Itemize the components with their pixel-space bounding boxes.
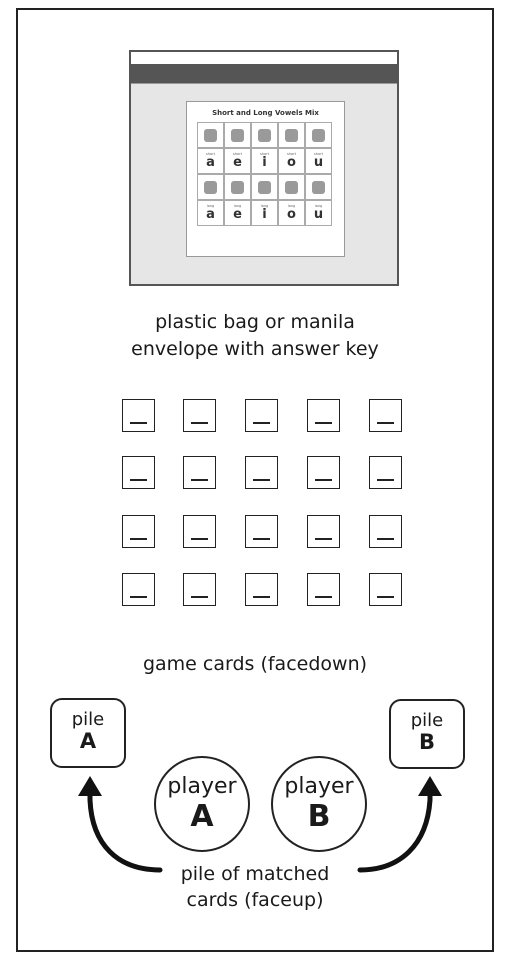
arrow-to-pile-b xyxy=(360,793,430,870)
matched-caption-line-1: pile of matched xyxy=(16,862,494,887)
arrow-to-pile-a xyxy=(90,793,160,870)
matched-caption-line-2: cards (faceup) xyxy=(16,888,494,913)
arrowhead-pile-b xyxy=(418,776,442,796)
arrowhead-pile-a xyxy=(78,776,102,796)
